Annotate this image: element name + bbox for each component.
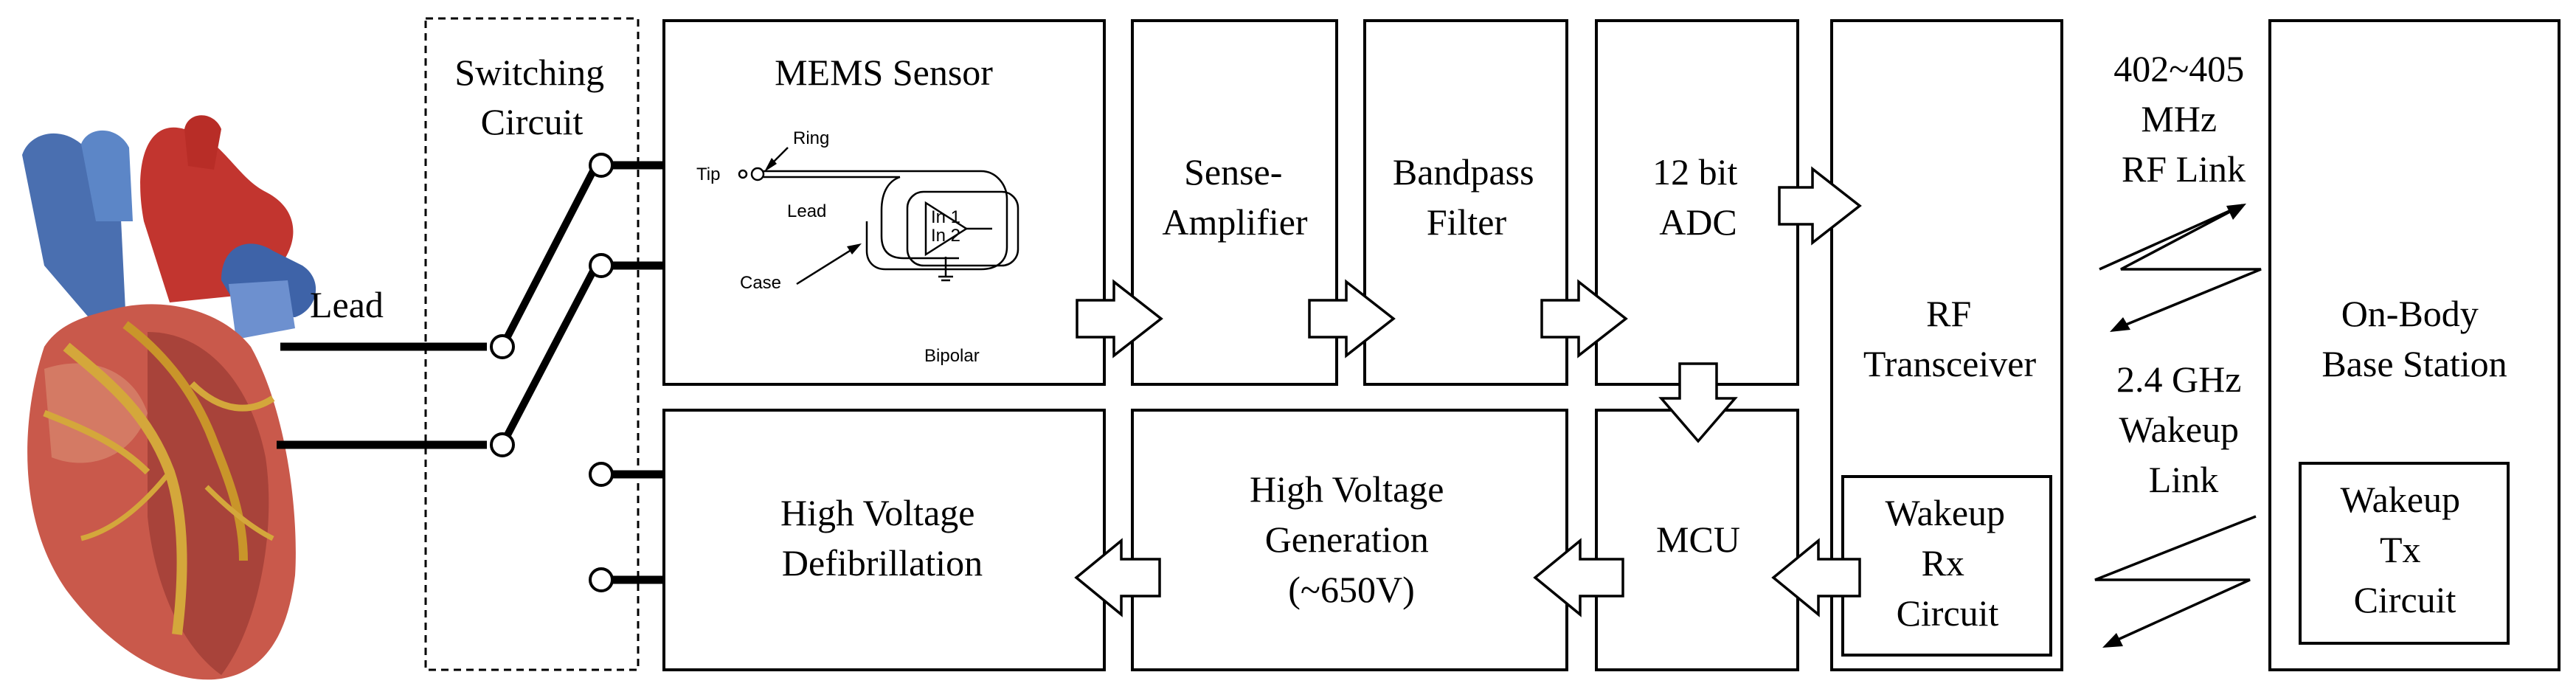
switching-circuit-box bbox=[424, 17, 640, 671]
lead-label: Lead bbox=[310, 284, 384, 325]
case-text: Case bbox=[740, 273, 781, 293]
mems-sensor-box bbox=[662, 19, 1106, 386]
arrow-adc-to-mcu bbox=[1658, 362, 1738, 443]
heart-illustration bbox=[22, 115, 316, 680]
bandpass-filter-label: Bandpass Filter bbox=[1393, 151, 1543, 243]
lead-wires bbox=[277, 342, 487, 449]
wakeup-link-zigzag bbox=[2094, 515, 2257, 648]
in1-text: In 1 bbox=[931, 207, 960, 227]
in2-text: In 2 bbox=[931, 226, 960, 246]
hv-defibrillation-label: High Voltage Defibrillation bbox=[780, 492, 984, 584]
wakeup-tx-label: Wakeup Tx Circuit bbox=[2340, 479, 2469, 620]
base-station-label: On-Body Base Station bbox=[2321, 293, 2507, 384]
ring-text: Ring bbox=[793, 128, 829, 148]
arrow-adc-to-rf bbox=[1778, 166, 1862, 246]
wakeup-rx-box bbox=[1841, 475, 2052, 657]
hv-generation-label: High Voltage Generation (~650V) bbox=[1250, 468, 1453, 610]
lead-sketch-text: Lead bbox=[787, 201, 826, 221]
switching-circuit-label: Switching Circuit bbox=[454, 52, 613, 142]
hv-generation-box bbox=[1131, 409, 1568, 671]
arrow-amp-to-filter bbox=[1308, 279, 1396, 359]
rf-transceiver-label: RF Transceiver bbox=[1863, 293, 2037, 384]
mems-sensor-label: MEMS Sensor bbox=[775, 52, 993, 93]
tip-text: Tip bbox=[696, 165, 720, 184]
adc-label: 12 bit ADC bbox=[1652, 151, 1747, 243]
arrow-rf-to-mcu bbox=[1771, 538, 1861, 617]
arrow-sensor-to-amp bbox=[1076, 279, 1163, 359]
wakeup-rx-label: Wakeup Rx Circuit bbox=[1885, 492, 2014, 634]
sense-amplifier-label: Sense- Amplifier bbox=[1162, 151, 1308, 243]
arrow-filter-to-adc bbox=[1540, 279, 1628, 359]
rf-link-label: 402~405 MHz RF Link bbox=[2113, 48, 2254, 190]
wakeup-link-label: 2.4 GHz Wakeup Link bbox=[2116, 359, 2251, 500]
arrow-hvgen-to-defib bbox=[1074, 538, 1161, 617]
mcu-label: MCU bbox=[1656, 519, 1740, 560]
bipolar-text: Bipolar bbox=[924, 346, 980, 366]
wakeup-tx-box bbox=[2299, 462, 2510, 645]
hv-defibrillation-box bbox=[662, 409, 1106, 671]
sense-amplifier-box bbox=[1131, 19, 1338, 386]
bandpass-filter-box bbox=[1363, 19, 1568, 386]
bipolar-sensor-sketch: Ring Tip Lead Case In 1 In 2 Bipolar bbox=[696, 128, 1019, 366]
switch-contacts bbox=[490, 153, 664, 592]
arrow-mcu-to-hvgen bbox=[1533, 538, 1624, 617]
rf-link-zigzag bbox=[2099, 204, 2262, 332]
